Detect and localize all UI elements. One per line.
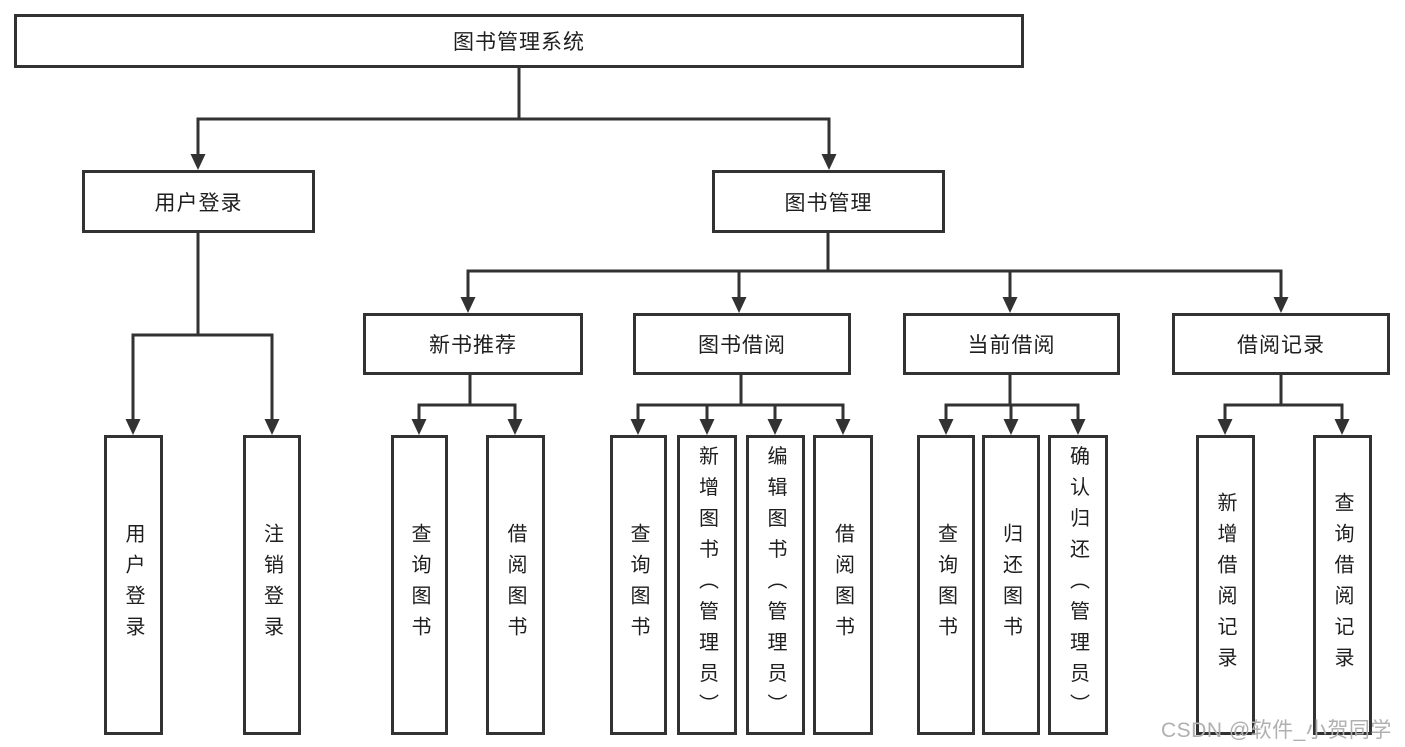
- leaf-confirm-return-admin: 确认归还（管理员）: [1048, 435, 1108, 735]
- node-book-borrowing: 图书借阅: [633, 313, 851, 375]
- node-borrowing-records: 借阅记录: [1172, 313, 1390, 375]
- leaf-borrow-books-recommend-label: 借阅图书: [504, 523, 526, 647]
- leaf-query-books-current: 查询图书: [917, 435, 975, 735]
- leaf-user-login: 用户登录: [104, 435, 163, 735]
- leaf-query-books-borrowing: 查询图书: [610, 435, 667, 735]
- leaf-logout: 注销登录: [243, 435, 301, 735]
- leaf-add-book-admin-label: 新增图书（管理员）: [695, 445, 718, 725]
- leaf-edit-book-admin: 编辑图书（管理员）: [746, 435, 805, 735]
- leaf-borrow-books-recommend: 借阅图书: [486, 435, 545, 735]
- leaf-logout-label: 注销登录: [260, 523, 283, 647]
- node-root: 图书管理系统: [14, 14, 1024, 68]
- leaf-return-books: 归还图书: [982, 435, 1040, 735]
- leaf-query-borrow-record: 查询借阅记录: [1313, 435, 1372, 735]
- leaf-add-borrow-record-label: 新增借阅记录: [1214, 492, 1236, 678]
- leaf-edit-book-admin-label: 编辑图书（管理员）: [764, 445, 786, 725]
- leaf-return-books-label: 归还图书: [999, 523, 1022, 647]
- leaf-user-login-label: 用户登录: [122, 523, 144, 647]
- leaf-borrow-books-borrowing: 借阅图书: [813, 435, 873, 735]
- leaf-query-books-current-label: 查询图书: [934, 523, 957, 647]
- node-new-book-recommendation: 新书推荐: [363, 313, 583, 375]
- leaf-confirm-return-admin-label: 确认归还（管理员）: [1066, 445, 1089, 725]
- leaf-query-borrow-record-label: 查询借阅记录: [1331, 492, 1353, 678]
- leaf-query-books-borrowing-label: 查询图书: [627, 523, 649, 647]
- node-current-borrowing: 当前借阅: [903, 313, 1120, 375]
- node-user-login: 用户登录: [82, 170, 315, 233]
- leaf-add-book-admin: 新增图书（管理员）: [677, 435, 737, 735]
- leaf-query-books-recommend-label: 查询图书: [408, 523, 430, 647]
- leaf-add-borrow-record: 新增借阅记录: [1196, 435, 1255, 735]
- leaf-query-books-recommend: 查询图书: [391, 435, 448, 735]
- node-book-management: 图书管理: [712, 170, 945, 233]
- watermark: CSDN @软件_小贺同学: [1161, 719, 1392, 742]
- leaf-borrow-books-borrowing-label: 借阅图书: [831, 523, 854, 647]
